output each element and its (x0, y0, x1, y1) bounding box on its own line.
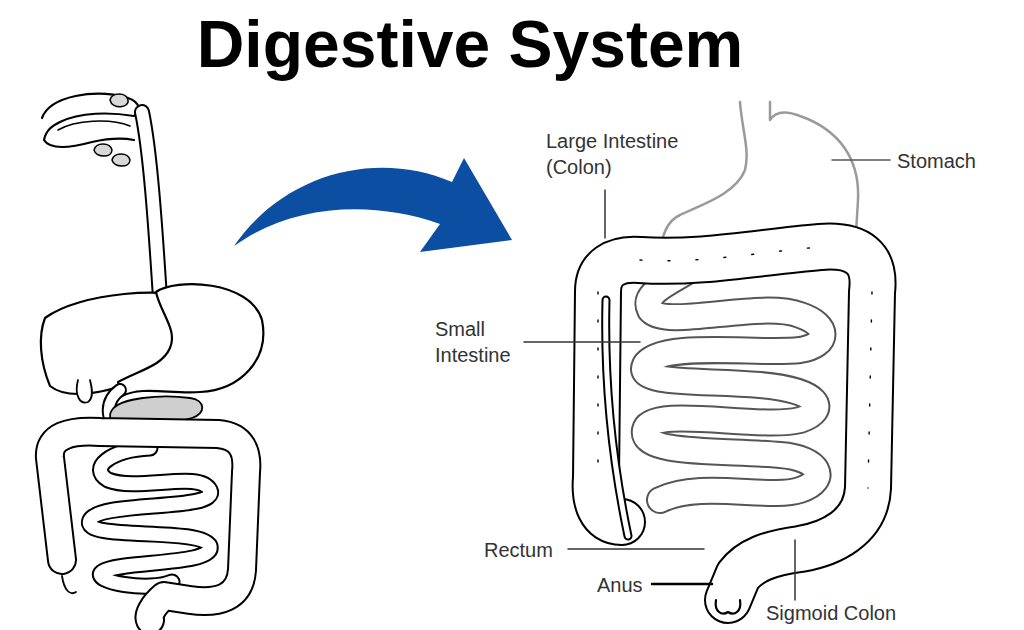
stomach (118, 284, 263, 396)
large-intestine (50, 432, 246, 620)
large-intestine-inner (50, 432, 246, 620)
part-label: Stomach (897, 148, 976, 174)
part-label: Anus (597, 572, 643, 598)
small-intestine (644, 262, 823, 500)
part-label: Large Intestine (Colon) (546, 128, 706, 180)
salivary-gland (110, 94, 128, 107)
part-label: Rectum (484, 537, 553, 563)
esophagus-inner (142, 112, 160, 298)
large-intestine (596, 247, 873, 600)
zoomed-tract (524, 102, 890, 614)
gallbladder (77, 380, 92, 403)
esophagus (142, 112, 160, 298)
leader-line (568, 548, 704, 550)
part-label: Sigmoid Colon (766, 600, 896, 626)
leader-line (652, 583, 712, 586)
salivary-gland (112, 154, 130, 166)
part-label: Small Intestine (435, 316, 535, 368)
zoom-arrow (234, 158, 512, 252)
tongue (58, 121, 130, 130)
anus (716, 600, 741, 614)
overview-tract (41, 94, 263, 620)
small-intestine-inner (644, 262, 823, 500)
oral-cavity (42, 94, 139, 147)
leader-line (794, 540, 796, 600)
salivary-gland (94, 144, 112, 156)
small-intestine-inner (89, 448, 210, 586)
small-intestine (89, 448, 210, 586)
appendix (62, 576, 76, 593)
leader-line (524, 341, 640, 343)
large-intestine-inner (596, 247, 873, 600)
diagram-title: Digestive System (197, 8, 744, 81)
appendix-inner (606, 300, 628, 536)
leader-line (832, 159, 890, 161)
haustra-marks (598, 247, 872, 488)
appendix (606, 300, 628, 536)
leader-line (604, 190, 606, 238)
